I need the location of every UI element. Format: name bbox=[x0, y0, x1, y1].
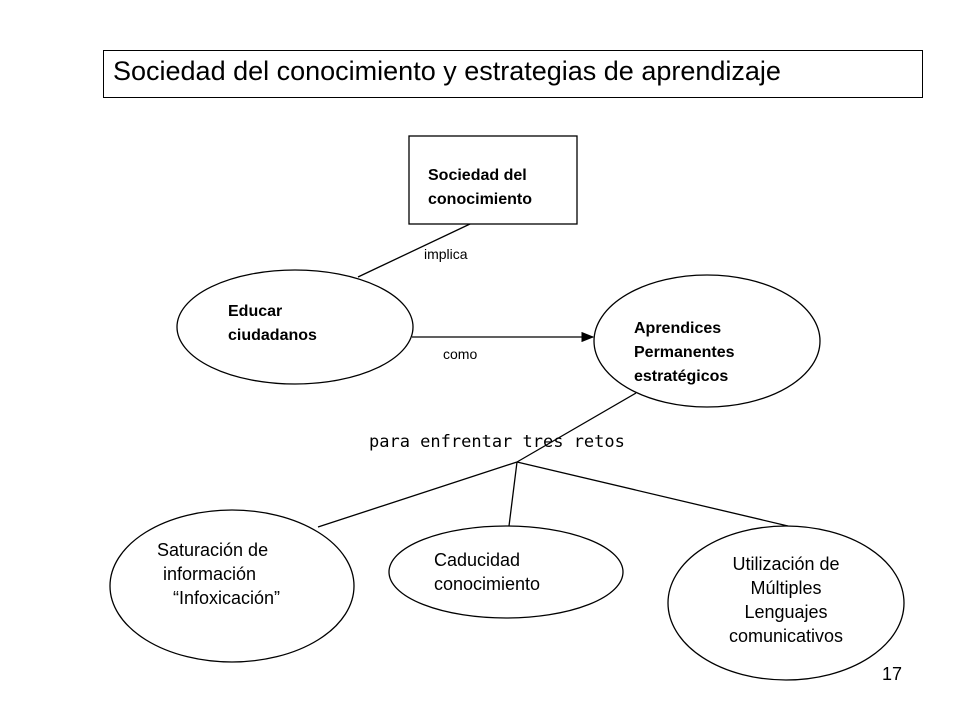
node-caducidad-ellipse bbox=[388, 525, 624, 619]
title-box bbox=[103, 50, 923, 98]
edge-implica bbox=[357, 223, 471, 278]
node-utilizacion-label: Utilización de Múltiples Lenguajes comun… bbox=[728, 554, 844, 646]
edge-label-como: como bbox=[443, 346, 478, 362]
node-educar-label: Educar ciudadanos bbox=[228, 303, 317, 344]
node-aprendices-label: Aprendices Permanentes estratégicos bbox=[634, 320, 735, 385]
node-sociedad-label: Sociedad del conocimiento bbox=[428, 167, 533, 208]
node-aprendices-ellipse bbox=[593, 274, 821, 408]
edge-label-retos: para enfrentar tres retos bbox=[369, 432, 625, 452]
node-caducidad-label: Caducidad conocimiento bbox=[434, 550, 541, 594]
edge-retos-to-utilizacion bbox=[516, 461, 789, 527]
edge-retos-to-saturacion bbox=[317, 461, 518, 528]
node-utilizacion-ellipse bbox=[667, 525, 905, 681]
node-sociedad-box bbox=[408, 135, 578, 225]
node-saturacion-label: Saturación de información “Infoxicación” bbox=[157, 540, 281, 608]
node-saturacion-ellipse bbox=[109, 509, 355, 663]
node-educar-ellipse bbox=[176, 269, 414, 385]
edge-aprendices-to-retos bbox=[516, 392, 637, 463]
slide-title: Sociedad del conocimiento y estrategias … bbox=[113, 56, 781, 86]
edge-label-implica: implica bbox=[424, 246, 468, 262]
page-number: 17 bbox=[882, 664, 903, 684]
edge-retos-to-caducidad bbox=[508, 461, 518, 527]
